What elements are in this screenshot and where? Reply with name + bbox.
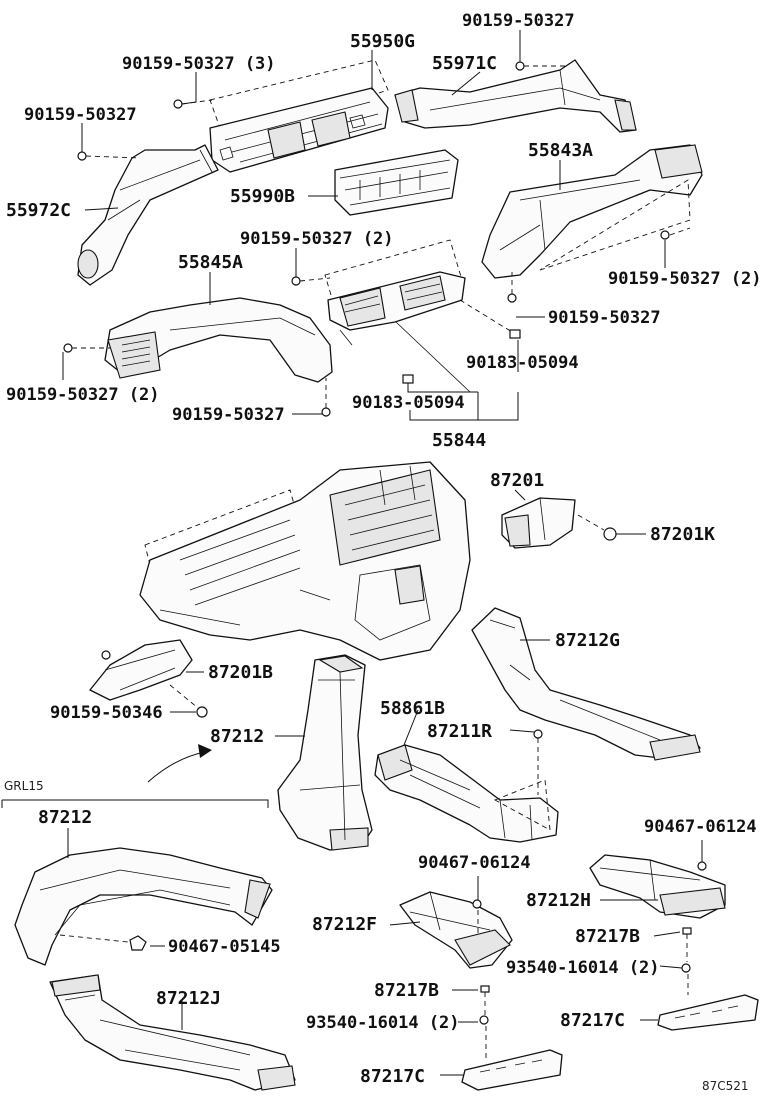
label-90159-50327-left: 90159-50327 — [24, 105, 137, 125]
part-87217c-plate-right[interactable] — [657, 994, 759, 1031]
label-87217c-mid: 87217C — [360, 1066, 425, 1087]
label-grl15: GRL15 — [4, 779, 44, 793]
part-labels: 90159-50327 55950G 90159-50327 (3) 55971… — [4, 11, 760, 1093]
label-87212j: 87212J — [156, 988, 221, 1009]
part-87201b-duct[interactable] — [89, 639, 193, 701]
label-87217b-mid: 87217B — [374, 980, 439, 1001]
part-87217c-plate-mid[interactable] — [461, 1049, 563, 1091]
label-90159-50327-top: 90159-50327 — [462, 11, 575, 31]
lines-middle — [147, 489, 646, 795]
label-90183-05094-right: 90183-05094 — [466, 353, 579, 373]
label-55950g: 55950G — [350, 31, 415, 52]
label-55845a: 55845A — [178, 252, 243, 273]
bolt-icons-bottom — [129, 861, 707, 1025]
label-87212-box: 87212 — [38, 807, 92, 828]
figure-code: 87C521 — [702, 1079, 749, 1093]
label-93540-16014-right: 93540-16014 (2) — [506, 958, 660, 978]
label-90159-50327-x2-right: 90159-50327 (2) — [608, 269, 760, 289]
label-93540-16014-mid: 93540-16014 (2) — [306, 1013, 460, 1033]
part-55843a-duct[interactable] — [481, 144, 703, 279]
assembly-lines-top — [72, 65, 691, 408]
leader-lines-top — [62, 30, 666, 421]
part-87212-box-duct[interactable] — [14, 847, 273, 966]
label-90159-50346: 90159-50346 — [50, 703, 163, 723]
label-90159-50327-low: 90159-50327 — [172, 405, 285, 425]
bolt-icons-middle — [196, 706, 543, 739]
lines-bottom — [59, 828, 703, 1076]
part-heater-unit — [139, 461, 471, 661]
label-90159-50327-x3: 90159-50327 (3) — [122, 54, 276, 74]
label-55990b: 55990B — [230, 186, 295, 207]
part-87212j-duct[interactable] — [49, 974, 296, 1091]
part-87212h-duct[interactable] — [589, 854, 726, 919]
label-90159-50327-x2-left: 90159-50327 (2) — [6, 385, 160, 405]
part-55971c-duct[interactable] — [394, 59, 637, 133]
label-87212g: 87212G — [555, 630, 620, 651]
grl15-bracket — [1, 799, 269, 808]
part-58861b-duct[interactable] — [374, 744, 559, 843]
label-90467-05145: 90467-05145 — [168, 937, 281, 957]
label-55971c: 55971C — [432, 53, 497, 74]
part-55845a-duct[interactable] — [104, 297, 333, 383]
label-87211r: 87211R — [427, 721, 492, 742]
part-87201-duct[interactable] — [501, 497, 576, 549]
part-55990b-vent[interactable] — [334, 149, 459, 216]
label-87212h: 87212H — [526, 890, 591, 911]
part-55950g-register[interactable] — [209, 59, 389, 173]
label-90467-06124-mid: 90467-06124 — [418, 853, 531, 873]
label-87217c-right: 87217C — [560, 1010, 625, 1031]
label-87217b-right: 87217B — [575, 926, 640, 947]
part-87212-center-duct[interactable] — [277, 654, 373, 851]
label-87212-mid: 87212 — [210, 726, 264, 747]
label-90183-05094-left: 90183-05094 — [352, 393, 465, 413]
label-55843a: 55843A — [528, 140, 593, 161]
part-55972c-duct[interactable] — [77, 144, 219, 286]
label-87201b: 87201B — [208, 662, 273, 683]
part-87201k-clip[interactable] — [603, 527, 617, 541]
part-87212f-duct[interactable] — [399, 891, 513, 969]
label-87201: 87201 — [490, 470, 544, 491]
part-87212g-duct[interactable] — [471, 607, 701, 761]
label-90159-50327-mid: 90159-50327 — [548, 308, 661, 328]
part-55844-register[interactable] — [324, 239, 471, 393]
label-87212f: 87212F — [312, 914, 377, 935]
label-87201k: 87201K — [650, 524, 715, 545]
label-58861b: 58861B — [380, 698, 445, 719]
label-55844: 55844 — [432, 430, 486, 451]
bolt-icons-top — [63, 61, 670, 417]
label-90467-06124-right: 90467-06124 — [644, 817, 757, 837]
label-55972c: 55972C — [6, 200, 71, 221]
label-90159-50327-x2-center: 90159-50327 (2) — [240, 229, 394, 249]
